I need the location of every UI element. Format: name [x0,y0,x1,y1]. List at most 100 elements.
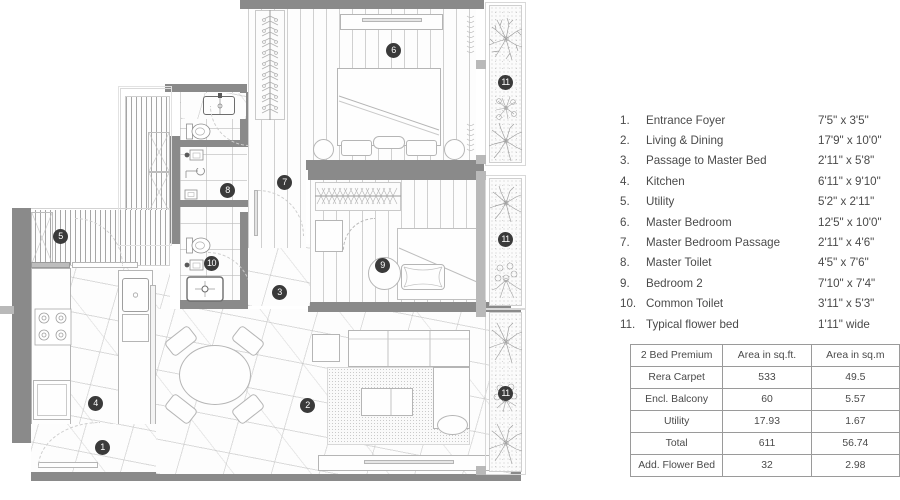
legend-number: 2. [620,134,630,148]
marker-flower-bed-bottom: 11 [498,386,513,401]
table-header-cell: 2 Bed Premium [629,344,724,367]
legend-number: 3. [620,154,630,168]
table-cell-sqft: 533 [722,366,812,389]
legend-row: 7. Master Bedroom Passage 2'11" x 4'6" [620,232,895,252]
wall-nub-bot-2 [476,466,486,475]
legend-dimension: 1'11" wide [818,317,870,331]
utility-ledge [31,262,70,268]
plant-icon-bot-3 [489,423,523,465]
marker-flower-bed-middle: 11 [498,232,513,247]
passage-door-jamb [254,190,258,236]
table-cell-sqft: 60 [722,388,812,411]
marker-entrance-foyer: 1 [95,440,110,455]
table-cell-sqm: 2.98 [810,454,900,477]
marker-bedroom-2: 9 [375,258,390,273]
bedroom2-hanger-icons [315,187,401,205]
legend-row: 4. Kitchen 6'11" x 9'10" [620,171,895,191]
bedroom2-pillow-detail [403,266,443,288]
wall-toilet-top [165,84,247,92]
table-cell-label: Encl. Balcony [629,388,724,411]
legend-room-name: Master Toilet [646,256,712,270]
wall-common-toilet-right [240,212,248,300]
wall-bedroom2-right [476,180,485,302]
plant-icon-bot-1 [489,322,523,364]
legend-dimension: 6'11" x 9'10" [818,174,881,188]
legend-number: 10. [620,297,637,311]
wc-master-toilet [186,123,211,140]
plant-icon-top-3 [489,122,523,162]
furniture-master-side-table-left [313,139,334,160]
legend-row: 3. Passage to Master Bed 2'11" x 5'8" [620,151,895,171]
table-header-row: 2 Bed Premium Area in sq.ft. Area in sq.… [629,344,900,367]
furniture-living-side-table [312,334,340,362]
sink-kitchen [122,278,149,312]
furniture-master-bed [337,68,441,146]
marker-master-toilet: 8 [220,183,235,198]
legend-number: 1. [620,113,630,127]
furniture-living-sofa [348,330,470,367]
wall-living-top [308,302,511,312]
living-window-mullion [364,460,454,464]
shower-master-toilet [185,168,205,178]
wall-master-bottom [300,160,484,170]
legend-row: 2. Living & Dining 17'9" x 10'0" [620,130,895,150]
shaft-grille-panel-1 [148,132,170,172]
table-row: Utility 17.93 1.67 [629,410,900,433]
legend-dimension: 7'10" x 7'4" [818,276,876,290]
wall-small-left [0,306,14,314]
furniture-master-pillow-left [341,140,372,156]
coffee-table-divider [390,389,392,415]
table-cell-sqft: 17.93 [722,410,812,433]
legend-number: 7. [620,236,630,250]
table-cell-label: Rera Carpet [629,366,724,389]
marker-passage-master: 3 [272,285,287,300]
wall-master-top [240,0,484,9]
legend-room-name: Common Toilet [646,297,724,311]
table-header-cell: Area in sq.ft. [722,344,812,367]
table-header-cell: Area in sq.m [810,344,900,367]
marker-living-dining: 2 [300,398,315,413]
table-row: Add. Flower Bed 32 2.98 [629,454,900,477]
marker-utility: 5 [53,229,68,244]
wall-nub-mid-2 [476,300,486,309]
wall-foyer-bottom [31,472,521,481]
plant-icon-top-2 [495,96,517,120]
furniture-master-pillow-right [406,140,437,156]
table-cell-label: Total [629,432,724,455]
wall-toilet-mid [180,140,248,147]
furniture-dining-table [179,345,251,405]
flower-bed-bottom-outer [485,309,526,475]
legend-room-name: Entrance Foyer [646,113,726,127]
master-curtain-right [466,15,475,53]
marker-master-bedroom: 6 [386,43,401,58]
kitchen-appliance-lower-inner [37,384,67,416]
table-cell-sqm: 1.67 [810,410,900,433]
legend-row: 6. Master Bedroom 12'5" x 10'0" [620,212,895,232]
legend-room-name: Master Bedroom Passage [646,236,781,250]
legend-row: 10. Common Toilet 3'11" x 5'3" [620,294,895,314]
furniture-master-console [340,14,443,30]
furniture-master-bolster [373,136,405,149]
wc-common-toilet [186,237,211,254]
furniture-master-tv [362,18,422,22]
marker-flower-bed-top: 11 [498,75,513,90]
legend-room-name: Passage to Master Bed [646,154,767,168]
wardrobe-hanger-icons [261,10,279,120]
utility-grille-panel [31,212,53,264]
table-row: Total 611 56.74 [629,432,900,455]
table-row: Encl. Balcony 60 5.57 [629,388,900,411]
legend-room-name: Master Bedroom [646,215,732,229]
floor-plan-drawing: 6 11 [0,0,526,481]
marker-kitchen: 4 [88,396,103,411]
legend-number: 8. [620,256,630,270]
furniture-bedroom2-desk [315,220,343,252]
legend-room-name: Typical flower bed [646,317,739,331]
sink-drain-kitchen [132,292,139,298]
room-legend-list: 1. Entrance Foyer 7'5" x 3'5" 2. Living … [620,110,895,334]
toilet-paper-master [184,149,204,161]
legend-row: 5. Utility 5'2" x 2'11" [620,192,895,212]
legend-dimension: 12'5" x 10'0" [818,215,882,229]
flower-bed-middle-outer [485,175,526,309]
legend-row: 8. Master Toilet 4'5" x 7'6" [620,253,895,273]
legend-dimension: 5'2" x 2'11" [818,195,875,209]
